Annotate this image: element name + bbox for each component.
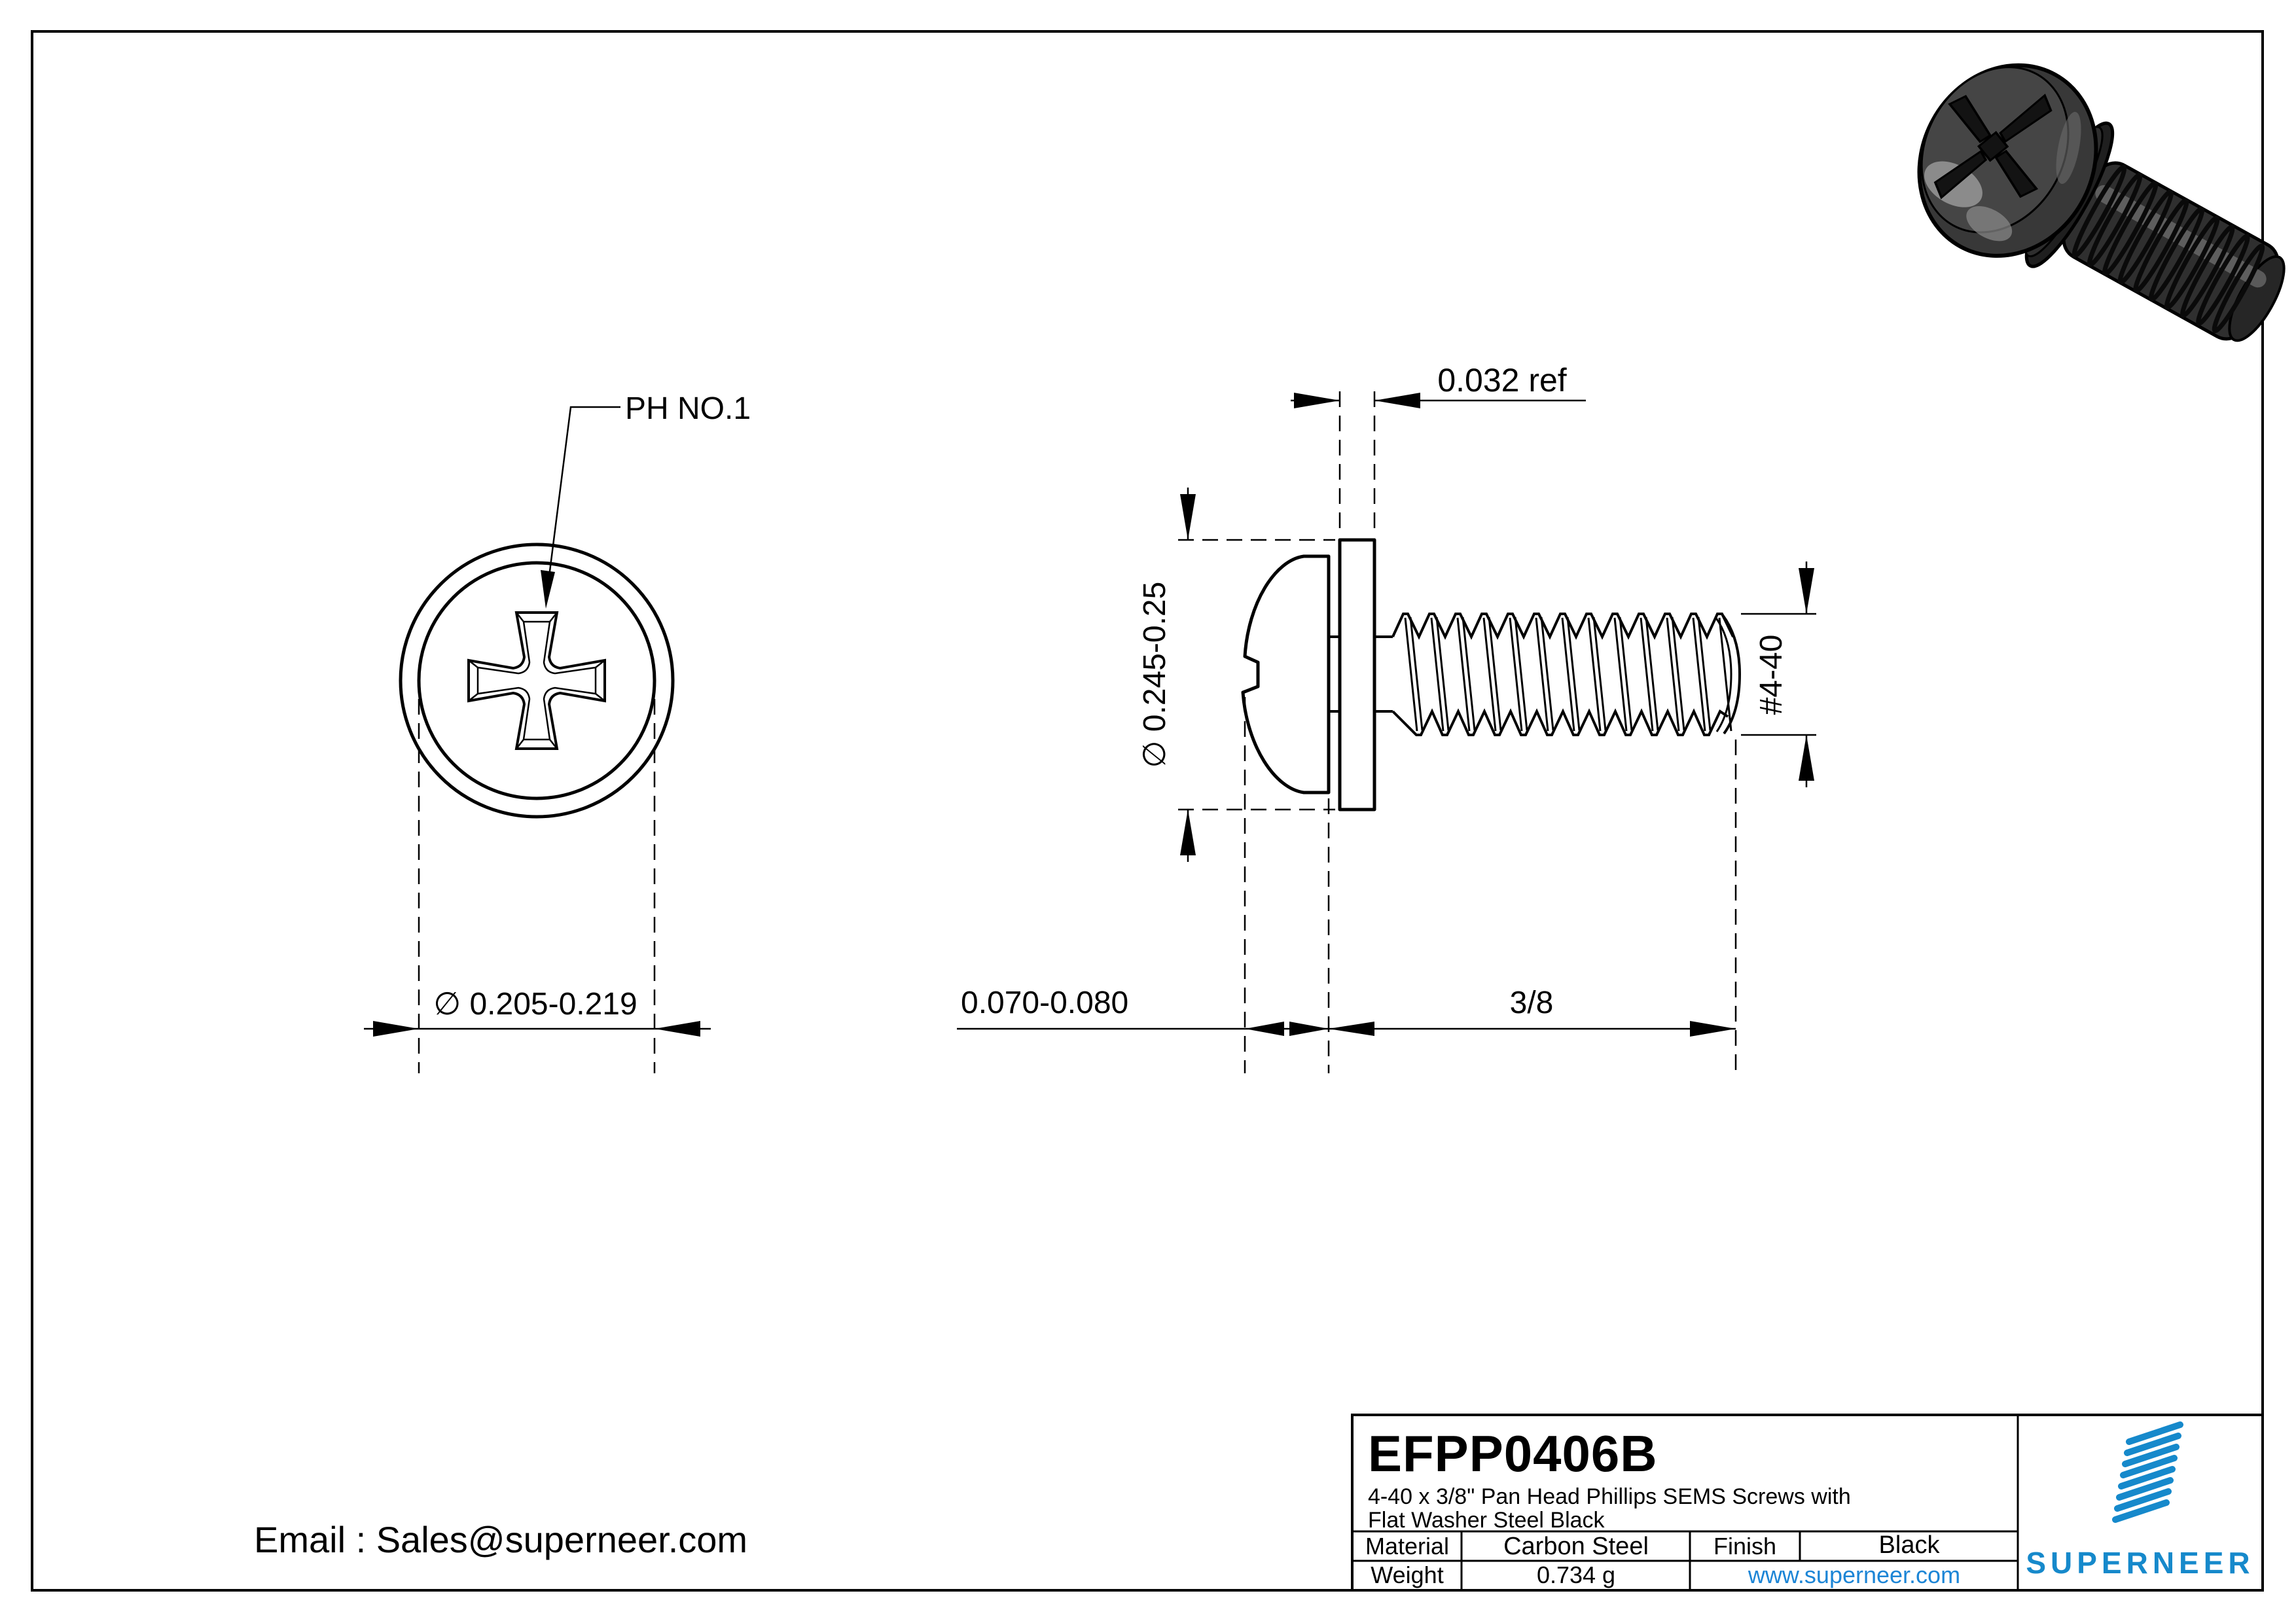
shank-neck-lines xyxy=(1329,635,1393,713)
superneer-logo-icon xyxy=(2112,1421,2183,1523)
head-diameter-dim: ∅ 0.205-0.219 xyxy=(433,987,637,1022)
material-value: Carbon Steel xyxy=(1503,1533,1649,1560)
thread-top-edge xyxy=(1391,613,1734,640)
dim-arrow-icon xyxy=(1374,393,1420,408)
head-height-dim: 0.070-0.080 xyxy=(961,986,1128,1020)
dim-arrow-icon xyxy=(1690,1021,1736,1037)
dim-arrow-icon xyxy=(1799,735,1814,781)
screw-3d-highlight xyxy=(2056,111,2081,185)
title-block: EFPP0406B 4-40 x 3/8" Pan Head Phillips … xyxy=(1351,1414,2264,1592)
thread-end-cap xyxy=(1721,614,1742,735)
drive-leader-line xyxy=(545,406,620,597)
thread-size-dim: #4-40 xyxy=(1754,635,1789,715)
dim-arrow-icon xyxy=(1289,1022,1329,1036)
pan-head-profile xyxy=(1241,554,1331,794)
dim-arrow-icon xyxy=(655,1021,700,1037)
email-text: Email : Sales@superneer.com xyxy=(254,1519,747,1560)
description-line2: Flat Washer Steel Black xyxy=(1368,1508,1605,1533)
side-view: 0.032 ref ∅ 0.245-0.25 #4-40 0.070-0.080… xyxy=(957,362,1816,1073)
website-link[interactable]: www.superneer.com xyxy=(1748,1561,1960,1588)
material-label: Material xyxy=(1365,1533,1449,1560)
dim-arrow-icon xyxy=(1245,1022,1284,1036)
dim-arrow-icon xyxy=(1180,810,1196,855)
sheet-border xyxy=(31,30,2264,1592)
phillips-recess-icon xyxy=(467,611,606,750)
washer-diameter-dim: ∅ 0.245-0.25 xyxy=(1138,582,1172,768)
dim-arrow-icon xyxy=(373,1021,419,1037)
dim-arrow-icon xyxy=(1329,1022,1374,1036)
weight-label: Weight xyxy=(1371,1561,1443,1588)
dim-arrow-icon xyxy=(1294,393,1340,408)
brand-name: SUPERNEER xyxy=(2026,1546,2254,1580)
description-line1: 4-40 x 3/8" Pan Head Phillips SEMS Screw… xyxy=(1368,1484,1851,1509)
screw-3d-thread-ribs xyxy=(2072,164,2265,334)
weight-value: 0.734 g xyxy=(1537,1561,1615,1588)
front-view: PH NO.1 ∅ 0.205-0.219 xyxy=(364,391,751,1073)
screw-3d-phillips-icon xyxy=(1933,94,2053,200)
finish-label: Finish xyxy=(1713,1533,1776,1560)
thread-end-cap-inner xyxy=(1714,616,1732,732)
dim-arrow-icon xyxy=(1180,494,1196,540)
screw-3d-render xyxy=(1917,63,2286,342)
finish-value: Black xyxy=(1879,1531,1941,1559)
thread-flank-lines xyxy=(1404,616,1732,732)
head-outline-circle xyxy=(417,561,656,800)
screw-3d-highlight xyxy=(1966,206,2013,241)
dim-arrow-icon xyxy=(1799,568,1814,614)
drive-leader-arrow-icon xyxy=(541,570,555,609)
thread-length-dim: 3/8 xyxy=(1510,986,1554,1020)
part-number: EFPP0406B xyxy=(1368,1425,1658,1482)
thread-bottom-edge xyxy=(1391,708,1729,736)
flat-washer-profile xyxy=(1338,538,1376,812)
drive-label: PH NO.1 xyxy=(625,391,751,426)
washer-thickness-dim: 0.032 ref xyxy=(1437,362,1566,399)
